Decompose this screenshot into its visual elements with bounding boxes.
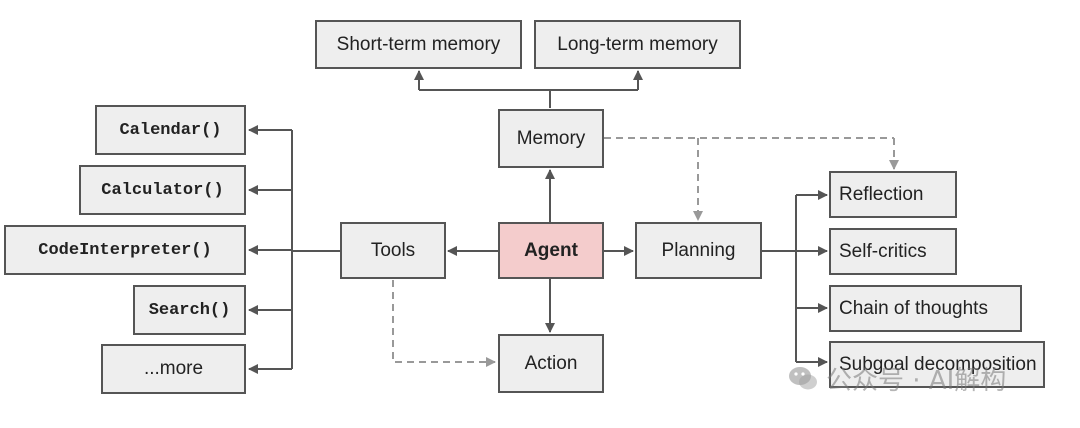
wechat-icon: [788, 366, 818, 392]
chain-of-thoughts-node: Chain of thoughts: [829, 285, 1022, 332]
reflection-node: Reflection: [829, 171, 957, 218]
search-node: Search(): [133, 285, 246, 335]
self-critics-node: Self-critics: [829, 228, 957, 275]
subgoal-decomposition-node: Subgoal decomposition: [829, 341, 1045, 388]
watermark: 公众号 · AI解构: [788, 360, 1006, 397]
memory-node: Memory: [498, 109, 604, 168]
action-node: Action: [498, 334, 604, 393]
tools-node: Tools: [340, 222, 446, 279]
agent-node: Agent: [498, 222, 604, 279]
code-interpreter-node: CodeInterpreter(): [4, 225, 246, 275]
calculator-node: Calculator(): [79, 165, 246, 215]
more-node: ...more: [101, 344, 246, 394]
calendar-node: Calendar(): [95, 105, 246, 155]
long-term-memory-node: Long-term memory: [534, 20, 741, 69]
planning-node: Planning: [635, 222, 762, 279]
watermark-text: 公众号 · AI解构: [826, 366, 1007, 396]
edge-tools-to-action: [392, 280, 496, 367]
short-term-memory-node: Short-term memory: [315, 20, 522, 69]
